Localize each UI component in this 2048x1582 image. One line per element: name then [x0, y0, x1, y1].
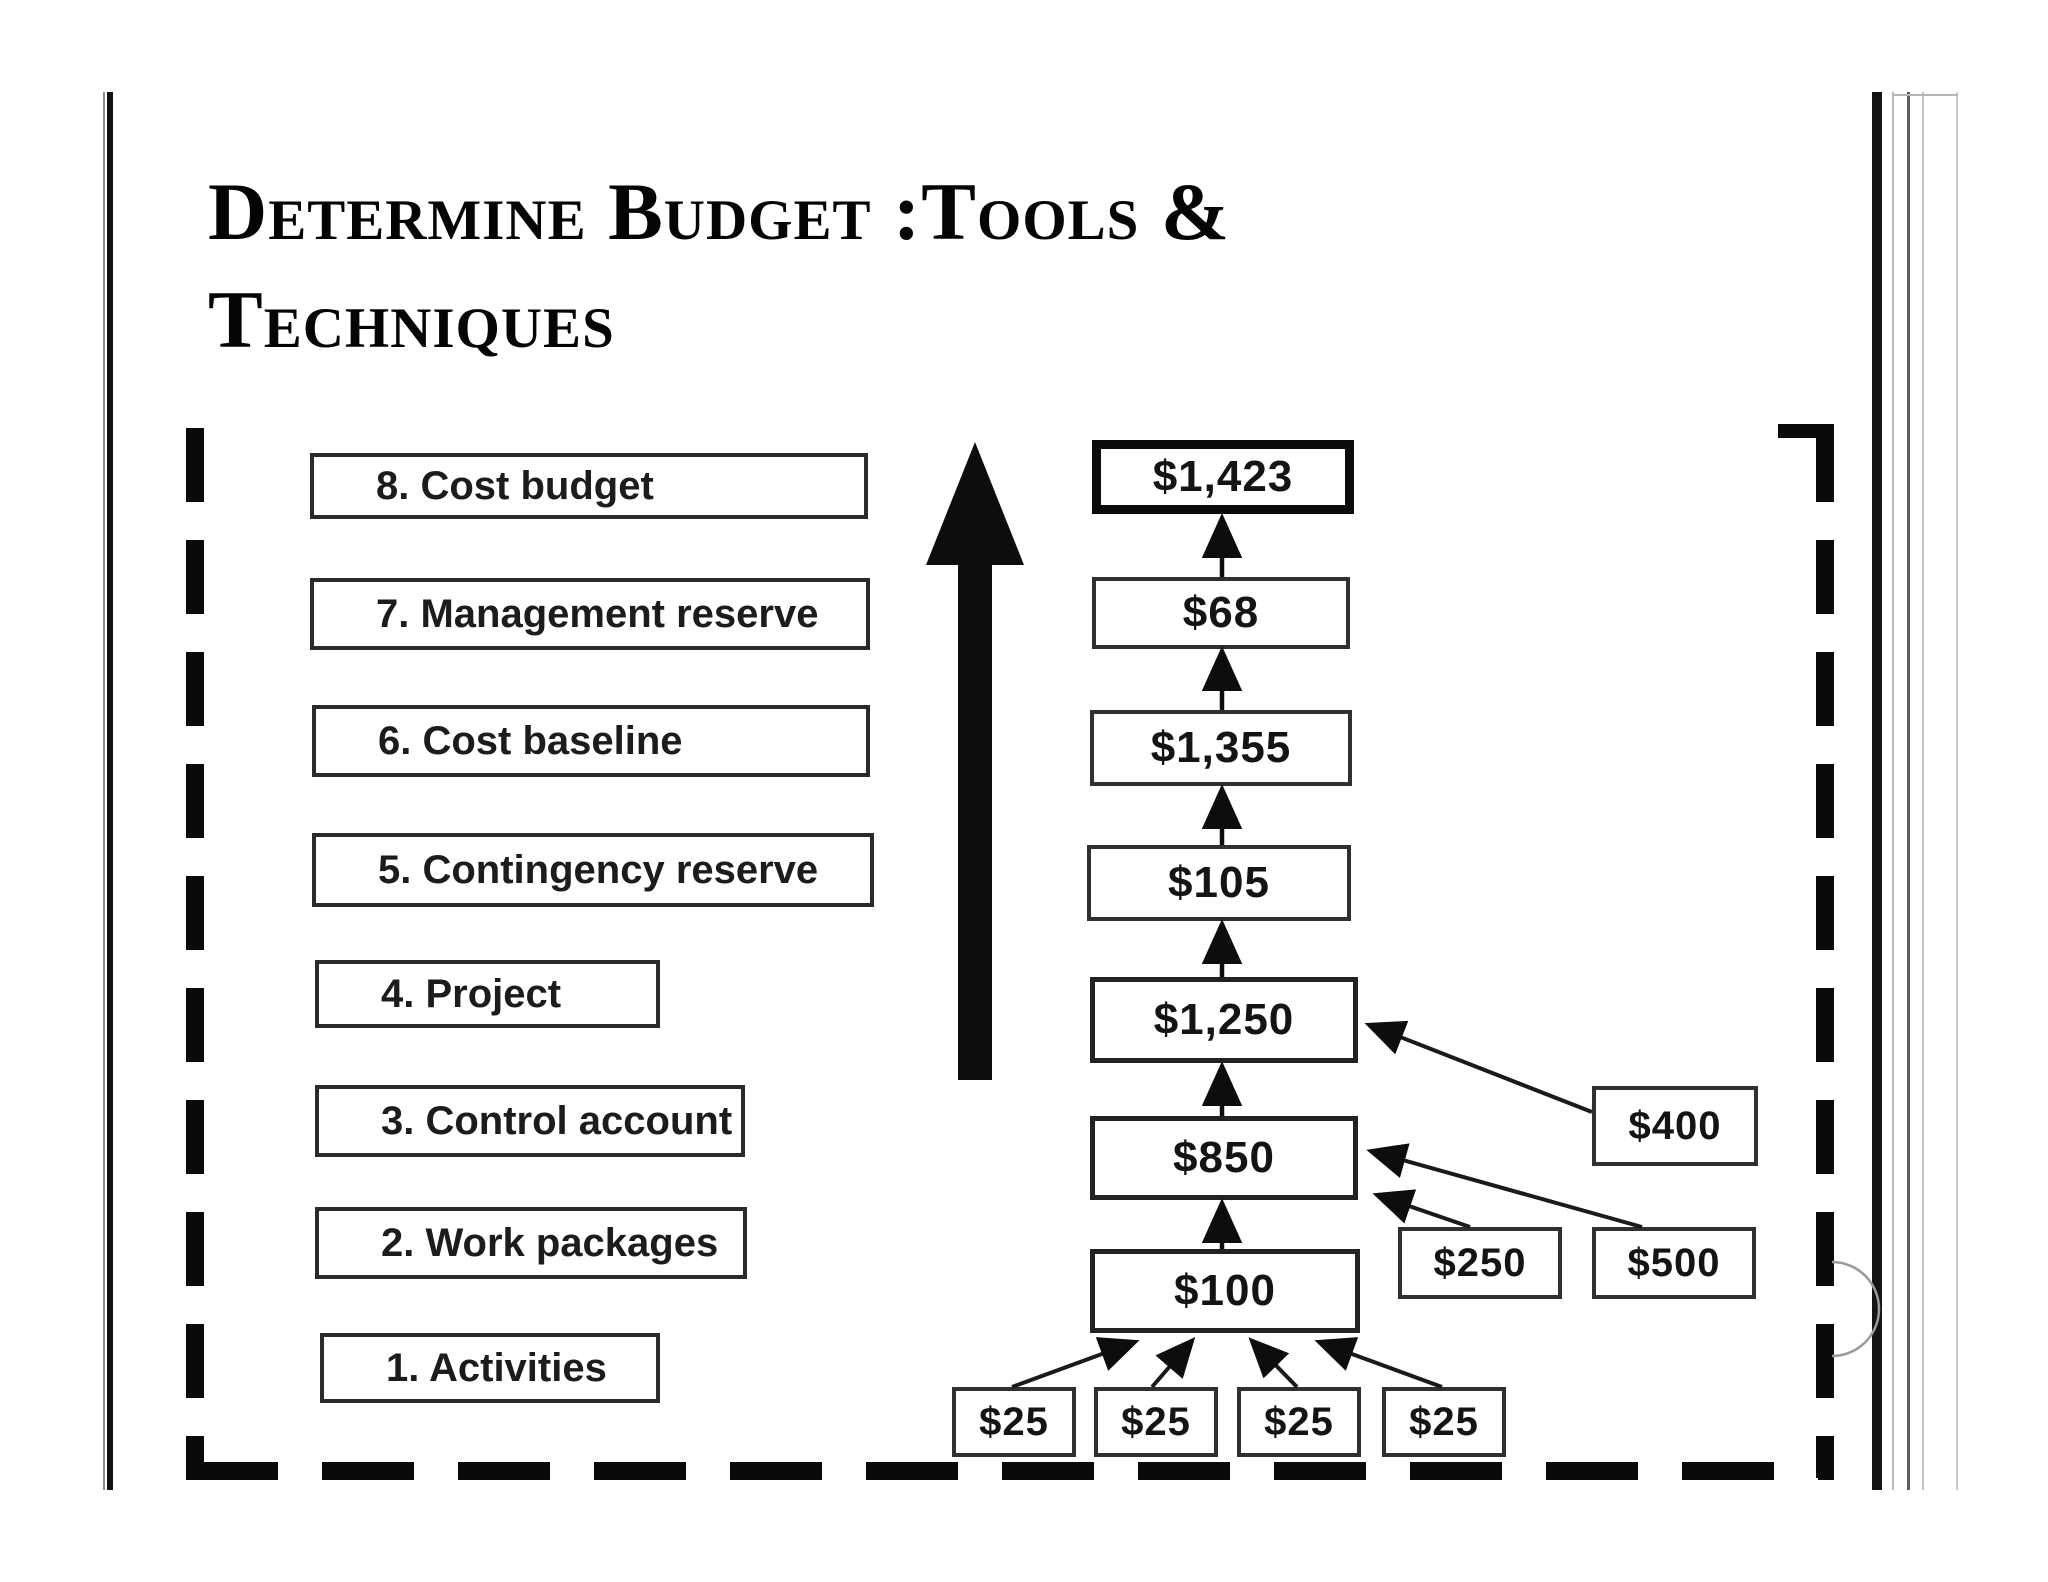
value-box-work-package-2: $250 [1398, 1227, 1562, 1299]
diagram-dashed-border-right [1816, 428, 1834, 1478]
process-step-2-work-packages: 2. Work packages [315, 1207, 747, 1279]
value-box-activity-3: $25 [1237, 1387, 1361, 1457]
process-step-5-contingency-reserve: 5. Contingency reserve [312, 833, 874, 907]
value-box-activity-4: $25 [1382, 1387, 1506, 1457]
value-box-control-account-side: $400 [1592, 1086, 1758, 1166]
right-page-edge-thin-line-1 [1892, 92, 1894, 1490]
value-box-activity-2: $25 [1094, 1387, 1218, 1457]
value-box-cost-budget-total: $1,423 [1092, 440, 1354, 514]
right-page-edge-thin-line-4 [1956, 92, 1958, 1490]
left-page-edge-thin-line [103, 92, 105, 1490]
left-page-edge-line [107, 92, 113, 1490]
value-box-contingency-reserve: $105 [1087, 845, 1351, 921]
right-page-edge-thin-line-3 [1922, 92, 1924, 1490]
value-box-work-package-1: $100 [1090, 1249, 1360, 1333]
value-box-project: $1,250 [1090, 977, 1358, 1063]
slide-title-line-1: Determine Budget :Tools & [208, 166, 1231, 257]
process-step-4-project: 4. Project [315, 960, 660, 1028]
process-step-8-cost-budget: 8. Cost budget [310, 453, 868, 519]
process-step-1-activities: 1. Activities [320, 1333, 660, 1403]
value-box-activity-1: $25 [952, 1387, 1076, 1457]
value-box-control-account: $850 [1090, 1116, 1358, 1200]
right-page-edge-top-line [1892, 94, 1958, 96]
diagram-dashed-border-bottom [186, 1462, 1834, 1480]
process-step-3-control-account: 3. Control account [315, 1085, 745, 1157]
process-step-7-management-reserve: 7. Management reserve [310, 578, 870, 650]
diagram-dashed-border-top-tick [1778, 424, 1834, 438]
diagram-dashed-border-left [186, 428, 204, 1478]
arrow-activity2-to-100-icon [1150, 1336, 1196, 1389]
value-box-work-package-3: $500 [1592, 1227, 1756, 1299]
process-step-6-cost-baseline: 6. Cost baseline [312, 705, 870, 777]
slide-title-line-2: Techniques [208, 274, 615, 365]
value-box-cost-baseline: $1,355 [1090, 710, 1352, 786]
right-page-edge-line [1872, 92, 1882, 1490]
arrow-500-to-850-icon [1366, 1143, 1643, 1229]
value-box-management-reserve: $68 [1092, 577, 1350, 649]
arrow-activity3-to-100-icon [1248, 1337, 1299, 1389]
arrow-activity4-to-100-icon [1314, 1337, 1443, 1389]
arrow-400-to-1250-icon [1364, 1020, 1593, 1114]
arrow-activity1-to-100-icon [1011, 1337, 1140, 1389]
arrow-250-to-850-icon [1372, 1189, 1471, 1229]
right-page-edge-thin-line-2 [1907, 92, 1910, 1490]
aggregation-direction-arrow-icon [926, 442, 1024, 1080]
page-curl-arc-icon [1831, 1260, 1881, 1358]
slide-title: Determine Budget :Tools & Techniques [208, 158, 1558, 374]
